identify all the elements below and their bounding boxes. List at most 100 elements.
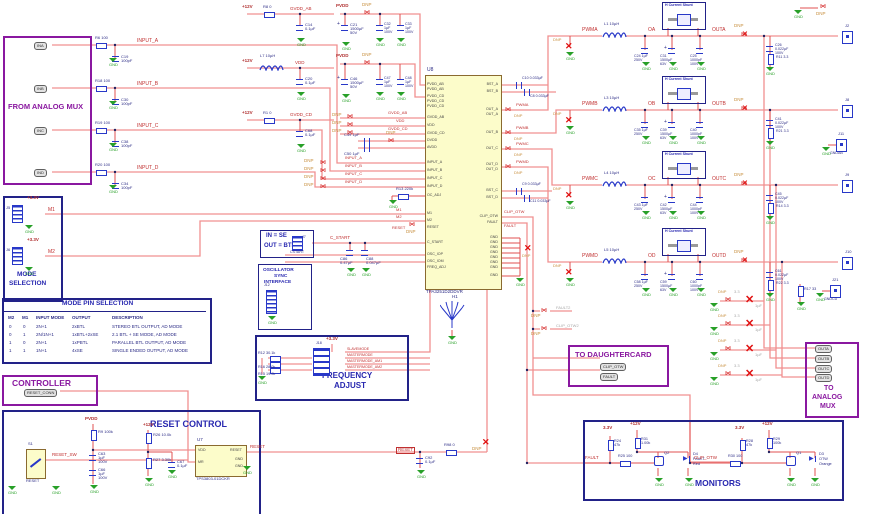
gnd-conn-j11[interactable] (836, 139, 847, 152)
jumper-j7[interactable] (292, 236, 303, 251)
conn-fault[interactable]: FAULT (600, 373, 619, 381)
led-d3-icon: ▶ (809, 456, 816, 462)
dnp-label: DNP (514, 170, 523, 175)
ic-pin: PVDD_CD (427, 99, 445, 103)
conn-clip-otw[interactable]: CLIP_OTW (600, 363, 627, 371)
dnp-x-icon: ✕ (565, 190, 573, 200)
net-outb: OUTB (712, 101, 726, 107)
mode-pin-table-title: MODE PIN SELECTION (62, 300, 134, 307)
conn-ina[interactable]: INA (34, 42, 47, 50)
film-cap-a: C24 1µF 250V (634, 54, 648, 62)
osc-header-j12[interactable] (266, 290, 277, 314)
cell: 0 (23, 340, 26, 345)
net-vdd: VDD (295, 60, 305, 65)
net-slavemode: SLAVEMODE (347, 347, 370, 351)
gnd-symbol: GND (710, 327, 719, 336)
pwr-12v: +12V (242, 110, 253, 115)
cell: 0 (9, 324, 12, 329)
jumper-j18[interactable] (313, 348, 330, 376)
zobel-res-b: R21 3.3 (776, 129, 789, 133)
resistor-icon (446, 450, 457, 456)
d3-func: OTW (819, 457, 828, 461)
gnd-symbol: GND (297, 92, 306, 101)
capacitor-icon (296, 25, 303, 31)
jumper-j5[interactable] (12, 205, 23, 223)
plus-icon: + (664, 271, 667, 277)
conn-inc[interactable]: INC (34, 127, 47, 135)
bulk-cap-c: C42 1500µF 63V (660, 203, 673, 215)
cell: 1 (9, 340, 12, 345)
conn-outd[interactable]: OUTD (815, 374, 833, 382)
capacitor-icon (516, 82, 522, 89)
conn-outb[interactable]: OUTB (815, 355, 833, 363)
freq-adjust-box (255, 335, 409, 401)
conn-outc[interactable]: OUTC (815, 365, 833, 373)
gnd-symbol: GND (710, 303, 719, 312)
speaker-conn-b[interactable] (842, 105, 853, 118)
resistor-icon (270, 368, 281, 374)
j7-label: CSTART (290, 250, 305, 254)
zobel-cap-b: C41 0.022µF 100V (775, 117, 789, 129)
conn-ind[interactable]: IND (34, 169, 47, 177)
gnd-symbol: GND (669, 288, 678, 297)
capacitor-icon (341, 25, 348, 31)
conn-inb[interactable]: INB (34, 85, 47, 93)
gnd-conn-j21[interactable] (830, 285, 841, 298)
jumper-j6[interactable] (12, 247, 23, 265)
shunt-title-b: H Current Shunt (665, 77, 693, 81)
ic-pin: GND (490, 245, 498, 249)
reset-switch[interactable] (26, 449, 46, 479)
net-fault-mon: FAULT (585, 455, 599, 460)
conn-a-ref: J2 (845, 23, 850, 28)
gnd-symbol: GND (566, 201, 575, 210)
pwr-3v3: +3.3V (27, 237, 39, 242)
ic-pin: GND (490, 265, 498, 269)
gnd-symbol: GND (566, 126, 575, 135)
post-cap-b: C40 1000pF 100V (690, 128, 703, 140)
resistor-icon (798, 286, 804, 297)
gnd-symbol: GND (766, 141, 775, 150)
l1-label: L1 10µH (604, 21, 620, 26)
gnd-symbol: GND (697, 62, 706, 71)
ferrite-bead-icon: ⋈ (741, 181, 747, 187)
dnp-label: DNP (332, 112, 342, 117)
led-d4-icon: ▶ (683, 456, 690, 462)
ferrite-bead-icon: ⋈ (741, 106, 747, 112)
jumper-j5-label: J5 (6, 205, 11, 210)
gnd-symbol: GND (766, 293, 775, 302)
capacitor-icon (766, 46, 773, 52)
dnp-label: DNP (553, 186, 562, 191)
cell: 2N+1 (36, 340, 47, 345)
net-reset-out: RESET (250, 444, 266, 449)
ferrite-bead-icon: ⋈ (320, 184, 326, 190)
ic-pin: RESET (427, 225, 439, 229)
r98-label: R98 0 (444, 442, 455, 447)
capacitor-icon (89, 470, 96, 476)
capacitor-icon (397, 25, 404, 31)
conn-outa[interactable]: OUTA (815, 345, 832, 353)
r29-label: R29 100k (773, 437, 782, 445)
resistor-icon (146, 433, 152, 444)
dnp-label: DNP (734, 97, 744, 102)
speaker-conn-a[interactable] (842, 31, 853, 44)
speaker-conn-d[interactable] (842, 257, 853, 270)
r26-label: R26 10.0k (153, 432, 172, 437)
ic-pin: BST_D (486, 195, 498, 199)
resistor-icon (620, 461, 631, 467)
cell: 1xPBTL (72, 340, 89, 345)
c88-label: C88 0.047µF (366, 256, 381, 266)
to-analog-mux-box (805, 342, 859, 418)
th-m2: M2 (8, 315, 15, 320)
speaker-conn-c[interactable] (842, 180, 853, 193)
net-clipotw-mon: CLIP_OTW (694, 455, 718, 460)
net-outd: OUTD (712, 253, 727, 259)
conn-reset[interactable]: RESET_CONN (24, 389, 58, 397)
dnp-x-icon: ✕ (742, 257, 748, 264)
dnp-label: DNP (522, 253, 531, 258)
dnp-label: DNP (734, 249, 744, 254)
ic-pin: OUT_A (486, 112, 498, 116)
gnd-symbol: GND (8, 486, 17, 495)
ferrite-bead-icon: ⋈ (725, 346, 731, 352)
net-reset-sw: RESET_SW (52, 452, 77, 457)
gnd-symbol: GND (145, 478, 154, 487)
